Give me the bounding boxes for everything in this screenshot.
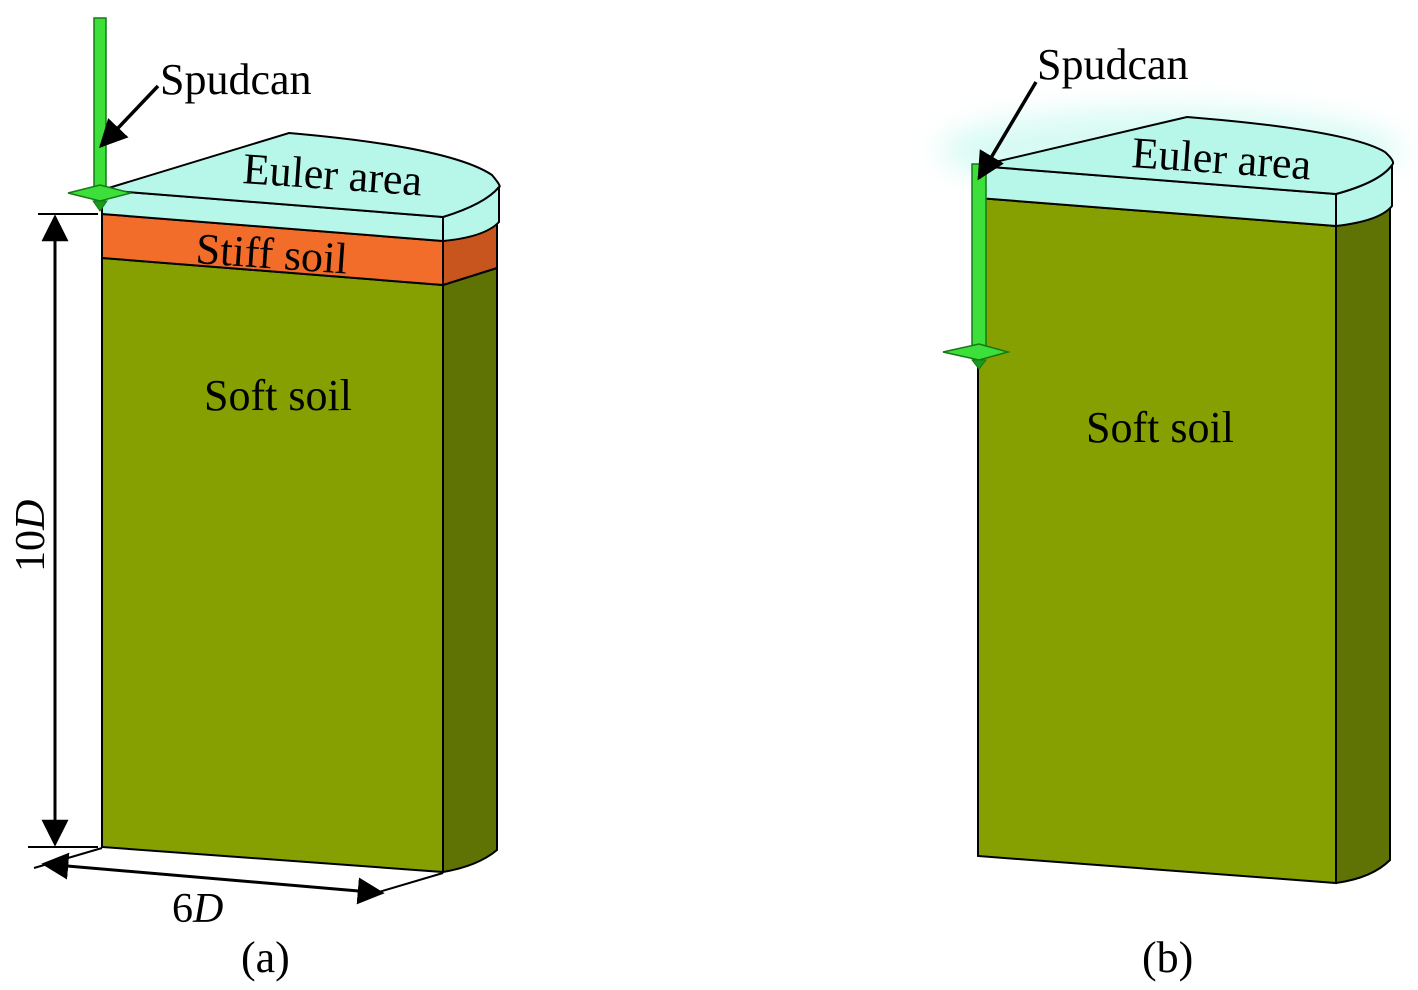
height-unit: D bbox=[8, 500, 54, 531]
soft-soil-front-b bbox=[977, 196, 1337, 885]
spudcan-leader-b bbox=[977, 81, 1038, 181]
euler-area-top-b bbox=[977, 115, 1395, 196]
spudcan-label-b: Spudcan bbox=[1037, 40, 1189, 89]
caption-a: (a) bbox=[241, 933, 290, 982]
spudcan-b bbox=[942, 163, 1011, 370]
spudcan-label-a: Spudcan bbox=[160, 55, 312, 104]
panel-b: Spudcan Euler area Soft soil (b) bbox=[940, 40, 1400, 982]
height-dimension-label: 10D bbox=[8, 500, 54, 572]
soft-soil-label-b: Soft soil bbox=[1086, 403, 1234, 452]
height-multiplier: 10 bbox=[8, 530, 54, 572]
dimension-height-a bbox=[28, 213, 98, 848]
width-dimension-label: 6D bbox=[172, 886, 223, 932]
soft-soil-front-a bbox=[101, 256, 444, 874]
soft-soil-side-b bbox=[1335, 204, 1391, 885]
width-multiplier: 6 bbox=[172, 886, 193, 932]
width-unit: D bbox=[192, 886, 223, 932]
caption-b: (b) bbox=[1142, 933, 1193, 982]
panel-a: Spudcan Euler area Stiff soil Soft soil … bbox=[8, 17, 501, 982]
spudcan-a bbox=[67, 17, 132, 212]
dimension-width-a bbox=[33, 847, 444, 905]
spudcan-leader-a bbox=[99, 84, 160, 149]
soft-soil-side-a bbox=[442, 266, 498, 874]
soft-soil-label-a: Soft soil bbox=[204, 371, 352, 420]
euler-area-top-a bbox=[101, 131, 501, 219]
stiff-soil-label-a: Stiff soil bbox=[194, 224, 349, 283]
